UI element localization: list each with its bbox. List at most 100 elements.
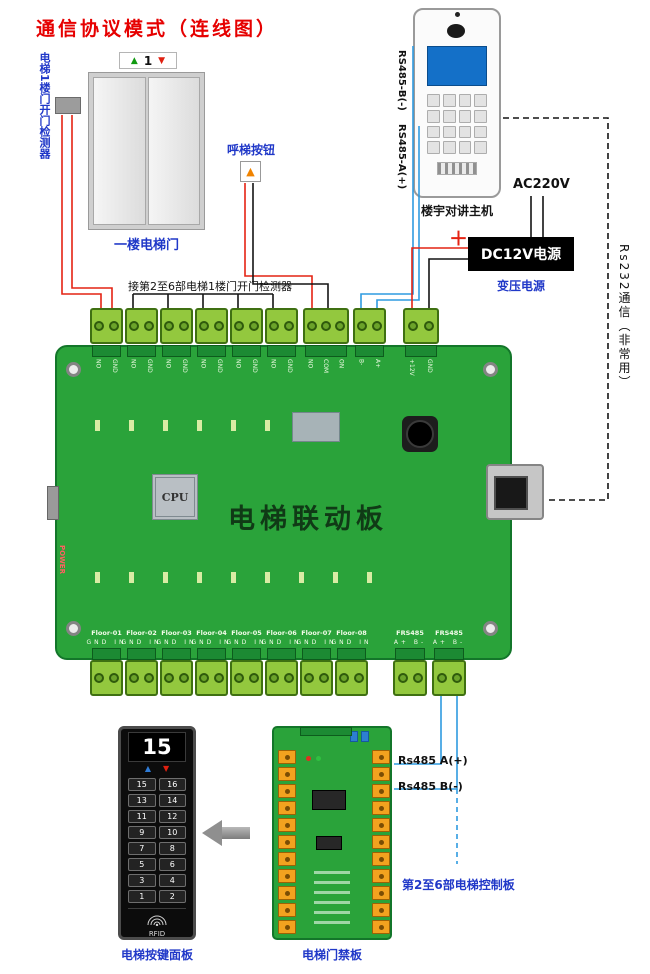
wire: [503, 117, 609, 501]
terminal-pin-label: NO: [94, 359, 102, 369]
intercom-led-icon: [455, 12, 460, 17]
terminal-pin-strip: [232, 345, 261, 357]
rs485-a-bottom-label: Rs485 A(+): [398, 754, 468, 767]
cpu-chip: CPU: [152, 474, 198, 520]
top-terminal-block: [90, 308, 123, 344]
floor-button-16: 16: [158, 778, 186, 791]
terminal-group-label: Floor-07: [301, 629, 332, 637]
bottom-terminal-block: [432, 660, 466, 696]
terminal-screw-icon: [178, 673, 189, 683]
terminal-screw-icon: [353, 673, 364, 683]
terminal-pin-label: COM: [322, 359, 329, 374]
bottom-terminal-block: [160, 660, 193, 696]
terminal-pin-strip: [434, 648, 464, 660]
wire: [411, 247, 468, 308]
top-terminal-block: [303, 308, 349, 344]
keypad-up-icon: ▲: [144, 764, 151, 773]
intercom-key: [427, 94, 440, 107]
smd-components: [314, 866, 350, 924]
terminal-screw-icon: [199, 673, 210, 683]
terminal-group-label: Floor-08: [336, 629, 367, 637]
access-terminal: [278, 852, 296, 866]
floor-button-12: 12: [158, 810, 186, 823]
terminal-screw-icon: [248, 321, 259, 331]
terminal-screw-icon: [436, 673, 447, 683]
terminal-screw-icon: [283, 673, 294, 683]
top-terminal-block: [265, 308, 298, 344]
rfid-label: RFID: [148, 930, 166, 938]
terminal-screw-icon: [234, 673, 245, 683]
screw-hole-icon: [483, 621, 498, 636]
terminal-screw-icon: [178, 321, 189, 331]
jumper-icon: [350, 731, 358, 742]
terminal-group-label: Floor-06: [266, 629, 297, 637]
intercom-key: [442, 94, 456, 107]
terminal-screw-icon: [199, 321, 210, 331]
bottom-terminal-block: [90, 660, 123, 696]
terminal-pin-label: NO: [199, 359, 207, 369]
intercom-key: [458, 109, 472, 123]
top-terminal-block: [125, 308, 158, 344]
terminal-screw-icon: [94, 321, 105, 331]
main-board: [55, 345, 512, 660]
plus-sign: ＋: [449, 228, 469, 250]
cpu-label: CPU: [161, 490, 189, 504]
terminal-pin-label: NO: [234, 359, 242, 369]
access-board-connector: [300, 727, 352, 736]
terminal-group-label: Floor-02: [126, 629, 157, 637]
bottom-terminal-block: [265, 660, 298, 696]
access-terminal: [372, 903, 390, 917]
rs485-b-bottom-label: Rs485 B(-): [398, 780, 463, 793]
buzzer-icon: [402, 416, 438, 452]
terminal-pin-label: NO: [306, 359, 314, 369]
terminal-pin-strip: [127, 648, 156, 660]
terminal-screw-icon: [234, 321, 245, 331]
led-icon: [316, 756, 321, 761]
bottom-terminal-block: [335, 660, 368, 696]
intercom-speaker-icon: [437, 162, 477, 175]
keypad-rfid-zone: RFID: [128, 908, 186, 938]
terminal-screw-icon: [451, 673, 462, 683]
access-terminal: [372, 750, 390, 764]
terminal-group-label: FRS485: [435, 629, 463, 637]
door-open-detector: [55, 97, 81, 114]
floor-button-1: 1: [128, 890, 156, 903]
terminal-pin-strip: [267, 648, 296, 660]
terminal-pin-label: B-: [357, 359, 365, 366]
elevator-door: [88, 72, 205, 230]
up-arrow-icon: ▲: [130, 55, 138, 66]
terminal-screw-icon: [321, 321, 331, 331]
transformer-label: 变压电源: [496, 279, 545, 293]
terminal-screw-icon: [412, 673, 423, 683]
terminal-pin-label: GND IN: [331, 639, 372, 646]
intercom-key: [427, 125, 440, 139]
terminal-screw-icon: [269, 673, 280, 683]
ic-chip: [312, 790, 346, 810]
terminal-pin-strip: [337, 648, 366, 660]
intercom-key: [458, 141, 472, 154]
bottom-terminal-block: [393, 660, 427, 696]
floor-button-7: 7: [128, 842, 156, 855]
floor-button-14: 14: [158, 794, 186, 807]
floor-button-6: 6: [158, 858, 186, 871]
access-terminal: [278, 750, 296, 764]
terminal-pin-strip: [267, 345, 296, 357]
intercom-key: [474, 125, 487, 139]
terminal-screw-icon: [164, 321, 175, 331]
intercom-key: [442, 125, 456, 139]
access-board-label: 电梯门禁板: [301, 948, 362, 962]
wire: [394, 696, 458, 790]
terminal-pin-label: GND: [215, 359, 223, 373]
terminal-screw-icon: [248, 673, 259, 683]
terminal-screw-icon: [164, 673, 175, 683]
terminal-pin-strip: [395, 648, 425, 660]
terminal-group-label: FRS485: [396, 629, 424, 637]
dc12v-power-box: DC12V电源: [468, 237, 574, 271]
terminal-screw-icon: [129, 673, 140, 683]
floor-button-3: 3: [128, 874, 156, 887]
intercom-camera-icon: [447, 24, 465, 38]
terminal-screw-icon: [335, 321, 345, 331]
intercom-key: [458, 125, 472, 139]
terminal-pin-label: GND IN: [226, 639, 267, 646]
